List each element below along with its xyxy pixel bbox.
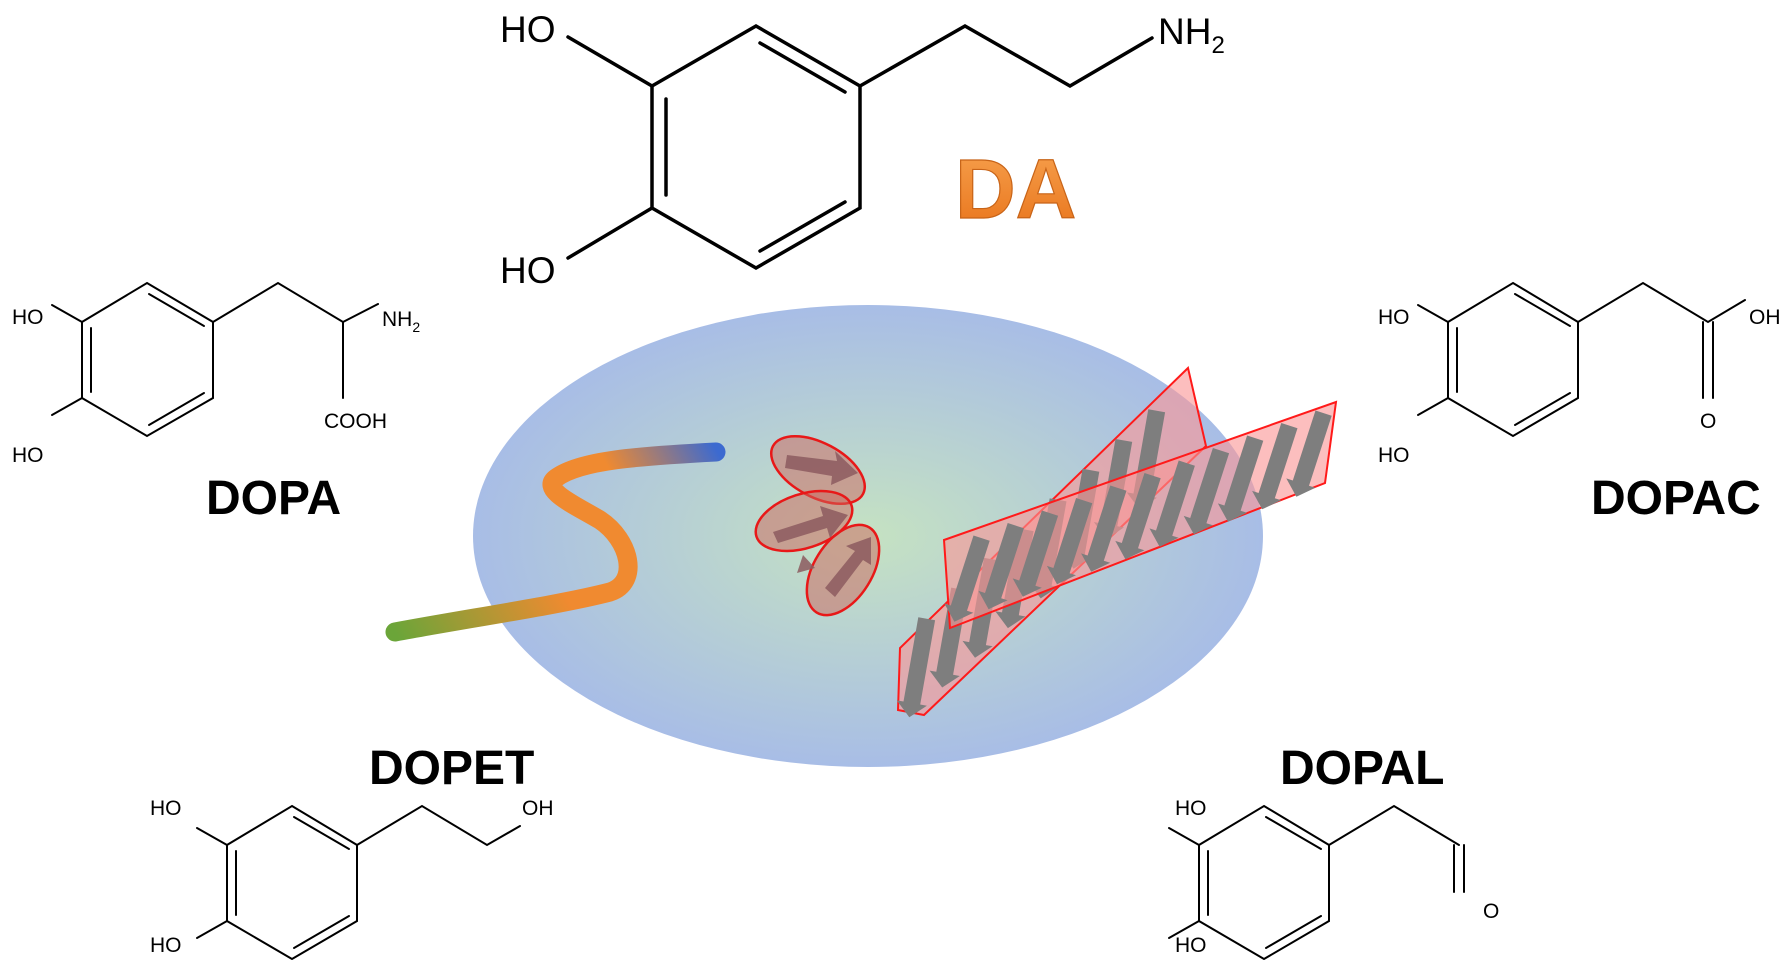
- dopac-o: O: [1700, 410, 1716, 433]
- dopa-ring: [81, 281, 214, 438]
- beta-strand: [1149, 460, 1195, 547]
- beta-strand: [1046, 498, 1093, 585]
- dopet-ho-bottom: HO: [150, 934, 182, 957]
- alpha-helix: [754, 434, 881, 617]
- helix-arrow: [785, 451, 858, 485]
- beta-strand: [1081, 485, 1127, 572]
- beta-strand: [1115, 473, 1161, 560]
- dopac-title: DOPAC: [1591, 472, 1761, 525]
- dopa-ho-top: HO: [12, 306, 44, 329]
- dopac-structure: HO HO OH O DOPAC: [1378, 281, 1781, 525]
- beta-strand: [944, 535, 990, 622]
- dopa-ho-bottom: HO: [12, 444, 44, 467]
- dopal-o: O: [1483, 900, 1499, 923]
- beta-strand: [978, 523, 1024, 610]
- dopamine-ho-bottom: HO: [500, 250, 556, 291]
- dopet-structure: DOPET HO HO OH: [150, 742, 554, 960]
- beta-sheet-front: [942, 400, 1338, 630]
- disordered-chain: [385, 442, 726, 642]
- dopa-cooh: COOH: [324, 410, 387, 433]
- beta-strand: [1286, 410, 1332, 497]
- helix-arrow: [773, 506, 848, 543]
- helix-arrow: [825, 537, 871, 597]
- dopet-title: DOPET: [369, 742, 534, 795]
- protein-disc-group: [385, 305, 1338, 767]
- dopal-ring: [1198, 804, 1330, 960]
- dopa-nh: NH2: [382, 308, 420, 335]
- dopa-structure: HO HO NH2 COOH DOPA: [12, 281, 420, 525]
- dopet-ho-top: HO: [150, 797, 182, 820]
- dopamine-nh: NH2: [1158, 11, 1225, 59]
- helix-arrow: [797, 555, 815, 573]
- dopac-ho-top: HO: [1378, 306, 1410, 329]
- beta-strand: [1012, 510, 1059, 597]
- dopac-ring: [1447, 281, 1579, 438]
- dopac-oh: OH: [1749, 306, 1781, 329]
- dopamine-ho-top: HO: [500, 9, 556, 50]
- dopamine-title: DA: [955, 142, 1076, 236]
- dopal-ho-bottom: HO: [1175, 934, 1207, 957]
- dopamine-structure: HO HO NH2 DA: [500, 9, 1225, 291]
- dopamine-ring: [650, 23, 862, 271]
- dopac-ho-bottom: HO: [1378, 444, 1410, 467]
- dopal-structure: DOPAL HO HO O: [1168, 742, 1499, 960]
- beta-strand: [1252, 423, 1298, 510]
- dopal-title: DOPAL: [1280, 742, 1444, 795]
- beta-strand: [1183, 448, 1230, 535]
- dopet-ring: [226, 804, 358, 960]
- beta-strand: [896, 617, 936, 718]
- dopet-oh: OH: [522, 797, 554, 820]
- beta-strand: [1217, 435, 1264, 522]
- dopal-ho-top: HO: [1175, 797, 1207, 820]
- dopa-title: DOPA: [206, 472, 341, 525]
